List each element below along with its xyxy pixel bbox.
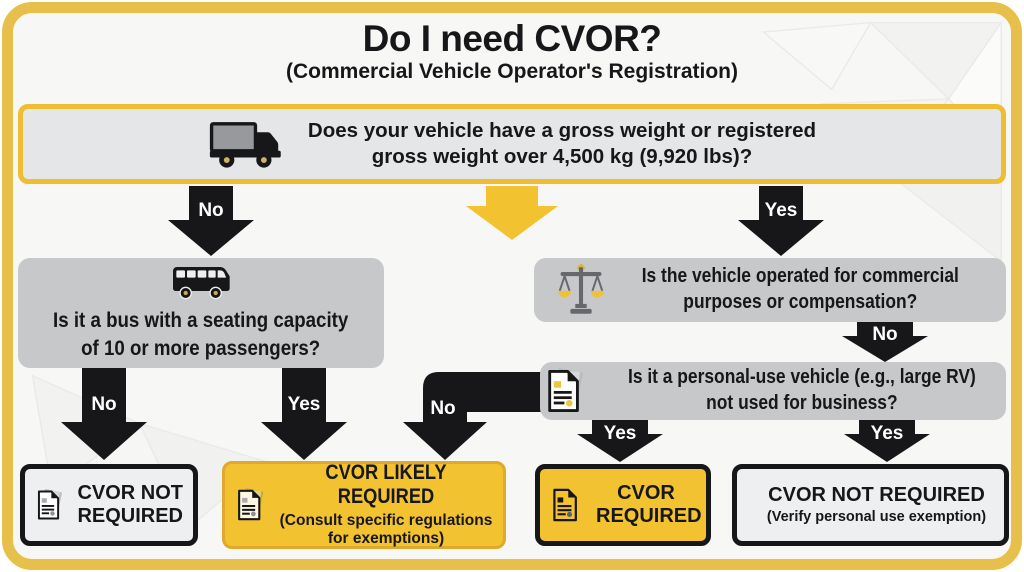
scales-icon — [557, 263, 604, 314]
question-gross-weight-text: Does your vehicle have a gross weight or… — [307, 118, 817, 168]
outcome-cvor-not-required-left: CVOR NOT REQUIRED — [20, 464, 198, 546]
arrow-yellow-center — [466, 186, 558, 240]
truck-icon — [209, 122, 281, 168]
outcome-cvor-likely-required: CVOR LIKELY REQUIRED (Consult specific r… — [222, 461, 506, 549]
document-icon — [37, 489, 62, 520]
outcome-title: CVOR LIKELY REQUIRED — [325, 461, 447, 509]
question-personal-use: Is it a personal-use vehicle (e.g., larg… — [540, 362, 1006, 420]
document-icon — [238, 488, 264, 521]
outcome-subtitle: (Verify personal use exemption) — [766, 508, 987, 525]
arrow-yes-to-required: Yes — [577, 420, 663, 462]
arrow-no-to-personal: No — [842, 322, 928, 362]
page-title: Do I need CVOR? — [362, 18, 662, 59]
outcome-title: CVOR NOT REQUIRED — [77, 482, 184, 527]
document-icon — [553, 488, 577, 522]
arrow-elbow-no-to-likely-required — [403, 372, 545, 460]
question-commercial-text: Is the vehicle operated for commercial p… — [641, 265, 959, 313]
arrow-yes-to-likely-required: Yes — [261, 368, 347, 460]
question-bus-capacity: Is it a bus with a seating capacity of 1… — [18, 258, 384, 368]
bus-icon — [173, 267, 230, 300]
question-commercial-use: Is the vehicle operated for commercial p… — [534, 258, 1006, 322]
question-personal-text: Is it a personal-use vehicle (e.g., larg… — [628, 366, 976, 414]
document-icon — [548, 367, 583, 412]
outcome-subtitle: (Consult specific regulations for exempt… — [279, 511, 493, 548]
arrow-yes-to-not-required-verify: Yes — [844, 420, 930, 462]
arrow-no-to-bus: No — [168, 186, 254, 256]
outcome-cvor-required: CVOR REQUIRED — [535, 464, 711, 546]
arrow-no-to-not-required: No — [61, 368, 147, 460]
outcome-title: CVOR NOT REQUIRED — [768, 483, 985, 506]
arrow-yes-to-commercial: Yes — [738, 186, 824, 256]
arrow-elbow-label: No — [430, 398, 456, 419]
question-gross-weight: Does your vehicle have a gross weight or… — [18, 104, 1006, 184]
outcome-cvor-not-required-right: CVOR NOT REQUIRED (Verify personal use e… — [732, 464, 1009, 546]
page-subtitle: (Commercial Vehicle Operator's Registrat… — [286, 60, 738, 83]
question-bus-text: Is it a bus with a seating capacity of 1… — [53, 308, 349, 360]
outcome-title: CVOR REQUIRED — [596, 482, 702, 527]
